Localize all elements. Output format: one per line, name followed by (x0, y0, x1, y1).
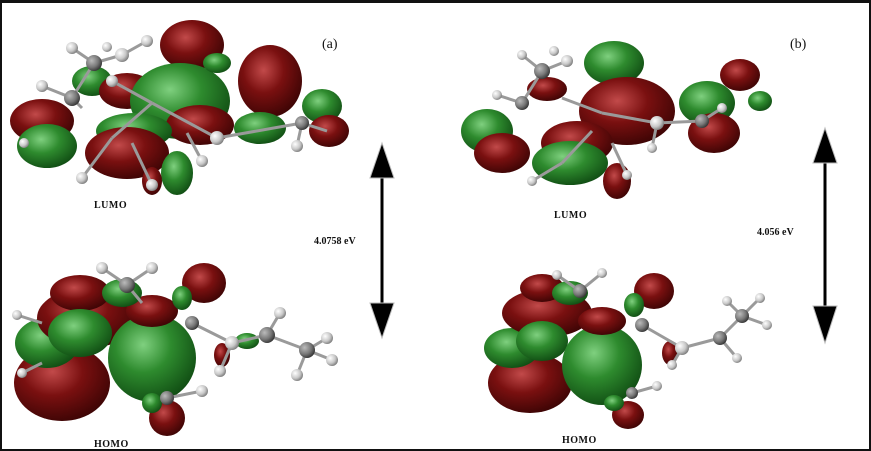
panel-a-homo-orbital (14, 263, 259, 436)
panel-b-energy-gap: 4.056 eV (757, 227, 794, 238)
panel-a-homo-label: HOMO (94, 439, 129, 449)
panel-a-label: (a) (322, 37, 338, 52)
panel-a-homo-atoms (12, 262, 338, 405)
panel-b-label: (b) (790, 37, 807, 52)
panel-b-lumo-orbital (461, 41, 772, 199)
panel-a-energy-gap: 4.0758 eV (314, 236, 356, 247)
panel-a-lumo-atoms (19, 35, 309, 191)
panel-a-lumo-label: LUMO (94, 200, 127, 211)
panel-b-homo-label: HOMO (562, 435, 597, 446)
orbital-figure: (a) LUMO HOMO 4.0758 eV (b) LUMO HOMO 4.… (10, 20, 838, 449)
panel-b-gap-arrow (812, 126, 838, 345)
panel-b-homo-orbital (484, 273, 678, 429)
panel-a-gap-arrow (369, 141, 395, 340)
panel-b-lumo-atoms (492, 46, 727, 186)
panel-b-homo-atoms (552, 268, 772, 399)
panel-a-lumo-orbital (10, 20, 349, 195)
panel-b-lumo-label: LUMO (554, 210, 587, 221)
